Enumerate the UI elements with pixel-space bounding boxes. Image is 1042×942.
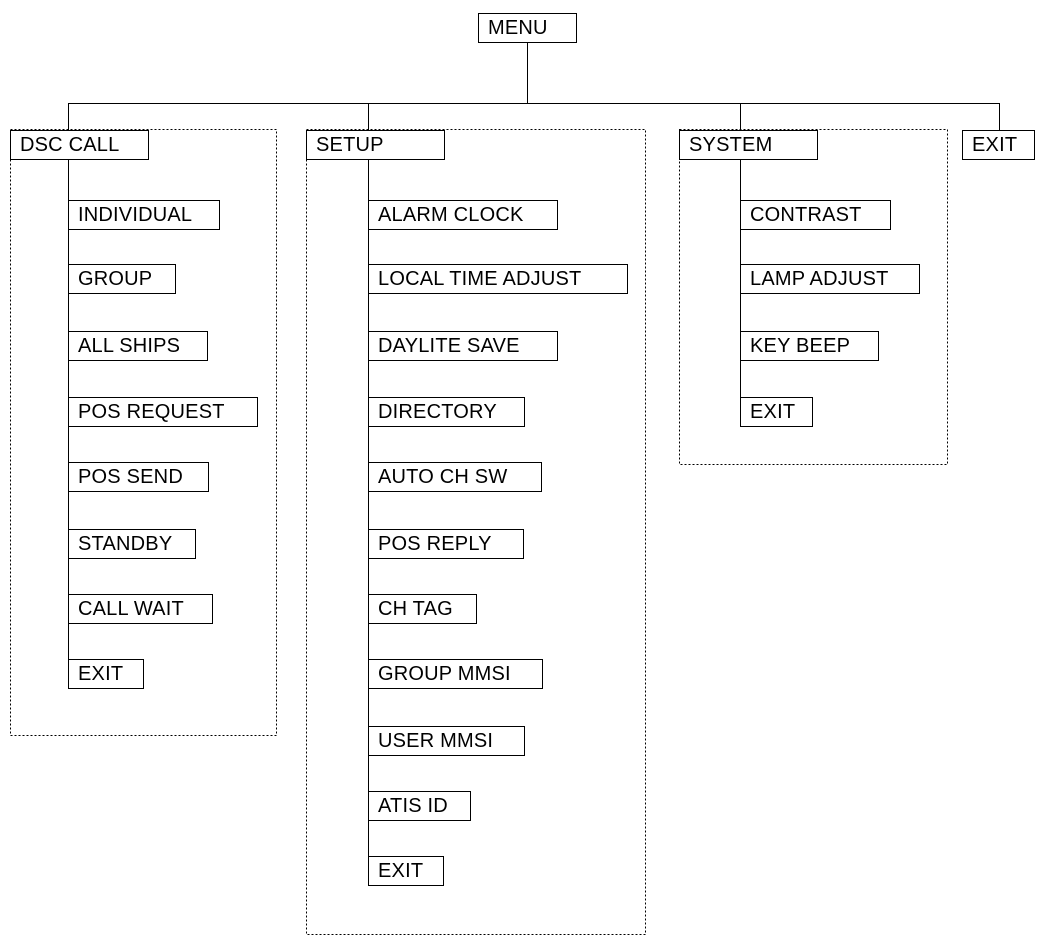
dsc-call-item-label: CALL WAIT [78, 598, 184, 620]
dsc-call-item: CALL WAIT [68, 594, 213, 624]
setup-item: ATIS ID [368, 791, 471, 821]
system-item-label: LAMP ADJUST [750, 268, 889, 290]
setup-item-label: LOCAL TIME ADJUST [378, 268, 582, 290]
system-header-box: SYSTEM [679, 130, 818, 160]
dsc-call-item: ALL SHIPS [68, 331, 208, 361]
system-item-label: CONTRAST [750, 204, 862, 226]
dsc-call-group-frame [10, 129, 277, 736]
dsc-call-item-label: EXIT [78, 663, 124, 685]
dsc-call-item-label: ALL SHIPS [78, 335, 181, 357]
setup-item: USER MMSI [368, 726, 525, 756]
setup-header-box: SETUP [306, 130, 445, 160]
setup-header-label: SETUP [316, 134, 384, 156]
setup-item: EXIT [368, 856, 444, 886]
dsc-call-item-label: STANDBY [78, 533, 173, 555]
setup-item: DAYLITE SAVE [368, 331, 558, 361]
dsc-call-item-label: GROUP [78, 268, 153, 290]
dsc-call-header-label: DSC CALL [20, 134, 120, 156]
dsc-call-item: EXIT [68, 659, 144, 689]
setup-item-label: CH TAG [378, 598, 453, 620]
dsc-call-item: GROUP [68, 264, 176, 294]
setup-item-label: AUTO CH SW [378, 466, 508, 488]
setup-item: ALARM CLOCK [368, 200, 558, 230]
system-group-frame [679, 129, 948, 465]
dsc-call-item-label: POS REQUEST [78, 401, 225, 423]
system-item-label: EXIT [750, 401, 796, 423]
system-item-label: KEY BEEP [750, 335, 851, 357]
dsc-call-item-label: INDIVIDUAL [78, 204, 193, 226]
setup-item: POS REPLY [368, 529, 524, 559]
dsc-call-header-box: DSC CALL [10, 130, 149, 160]
setup-item: CH TAG [368, 594, 477, 624]
dsc-call-item-label: POS SEND [78, 466, 183, 488]
system-item: LAMP ADJUST [740, 264, 920, 294]
setup-item: DIRECTORY [368, 397, 525, 427]
setup-item-label: EXIT [378, 860, 424, 882]
system-header-label: SYSTEM [689, 134, 773, 156]
dsc-call-item: POS SEND [68, 462, 209, 492]
system-item: KEY BEEP [740, 331, 879, 361]
setup-item-label: POS REPLY [378, 533, 492, 555]
menu-root-box: MENU [478, 13, 577, 43]
setup-item: AUTO CH SW [368, 462, 542, 492]
setup-item-label: DIRECTORY [378, 401, 497, 423]
dsc-call-item: STANDBY [68, 529, 196, 559]
dsc-call-item: INDIVIDUAL [68, 200, 220, 230]
setup-item-label: USER MMSI [378, 730, 494, 752]
exit-header-box: EXIT [962, 130, 1035, 160]
setup-item-label: DAYLITE SAVE [378, 335, 520, 357]
setup-item-label: ALARM CLOCK [378, 204, 524, 226]
setup-item-label: GROUP MMSI [378, 663, 511, 685]
menu-root-label: MENU [488, 17, 548, 39]
system-item: CONTRAST [740, 200, 891, 230]
setup-item: LOCAL TIME ADJUST [368, 264, 628, 294]
system-item: EXIT [740, 397, 813, 427]
setup-item: GROUP MMSI [368, 659, 543, 689]
dsc-call-item: POS REQUEST [68, 397, 258, 427]
setup-item-label: ATIS ID [378, 795, 448, 817]
exit-header-label: EXIT [972, 134, 1018, 156]
setup-group-frame [306, 129, 646, 935]
